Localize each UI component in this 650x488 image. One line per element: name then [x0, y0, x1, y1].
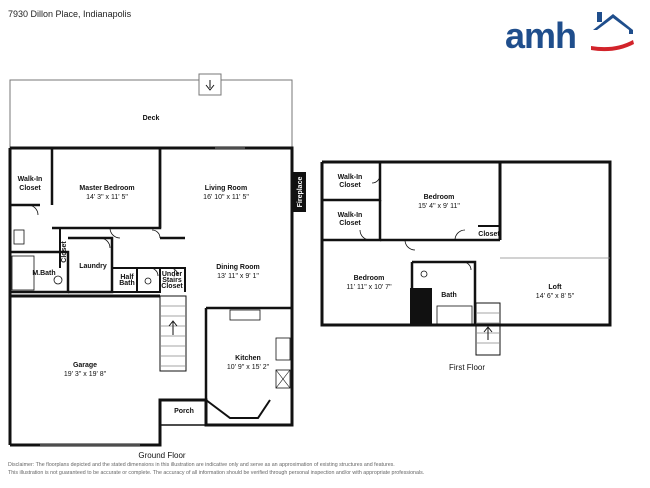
- ground-floor-title: Ground Floor: [138, 451, 185, 460]
- up-arrow-icon: [168, 320, 178, 335]
- bedroom-a-dims: 15' 4" x 9' 11": [418, 203, 460, 210]
- disclaimer: Disclaimer: The floorplans depicted and …: [8, 461, 424, 477]
- closet-small-label: Closet: [61, 241, 68, 263]
- disclaimer-line-1: Disclaimer: The floorplans depicted and …: [8, 462, 395, 468]
- laundry-label: Laundry: [79, 263, 107, 270]
- loft-label: Loft: [548, 284, 562, 291]
- living-room-label: Living Room: [205, 185, 247, 192]
- ground-floor: [8, 73, 306, 447]
- bedroom-b-label: Bedroom: [354, 275, 385, 282]
- master-bath-label: M.Bath: [32, 270, 55, 277]
- dining-room-label: Dining Room: [216, 264, 260, 271]
- dining-room-dims: 13' 11" x 9' 1": [217, 273, 259, 280]
- master-bedroom-dims: 14' 3" x 11' 5": [86, 194, 128, 201]
- property-address: 7930 Dillon Place, Indianapolis: [8, 9, 132, 19]
- amh-logo: amh: [505, 8, 640, 56]
- living-room-dims: 16' 10" x 11' 5": [203, 194, 249, 201]
- fireplace-label: Fireplace: [297, 177, 304, 208]
- master-bedroom-label: Master Bedroom: [79, 185, 134, 192]
- bathtub: [11, 255, 35, 291]
- bedroom-b-dims: 11' 11" x 10' 7": [346, 284, 392, 291]
- down-arrow-icon: [205, 80, 215, 91]
- loft-dims: 14' 6" x 8' 5": [536, 293, 575, 300]
- first-floor: [320, 160, 612, 356]
- garage-dims: 19' 3" x 19' 8": [64, 371, 107, 378]
- amh-logo-graphic: amh: [505, 12, 634, 56]
- deck-label: Deck: [143, 115, 160, 122]
- first-floor-title: First Floor: [449, 363, 485, 372]
- garage-label: Garage: [73, 362, 97, 369]
- porch-label: Porch: [174, 408, 194, 415]
- bath-upper-label: Bath: [441, 292, 457, 299]
- bedroom-a-label: Bedroom: [424, 194, 455, 201]
- svg-text:amh: amh: [505, 15, 576, 56]
- deck-outline: [9, 79, 293, 149]
- disclaimer-line-2: This illustration is not guaranteed to b…: [8, 470, 425, 476]
- closet-upper-label: Closet: [478, 231, 500, 238]
- kitchen-label: Kitchen: [235, 355, 261, 362]
- kitchen-dims: 10' 9" x 15' 2": [227, 364, 270, 371]
- fireplace-block: [292, 172, 306, 212]
